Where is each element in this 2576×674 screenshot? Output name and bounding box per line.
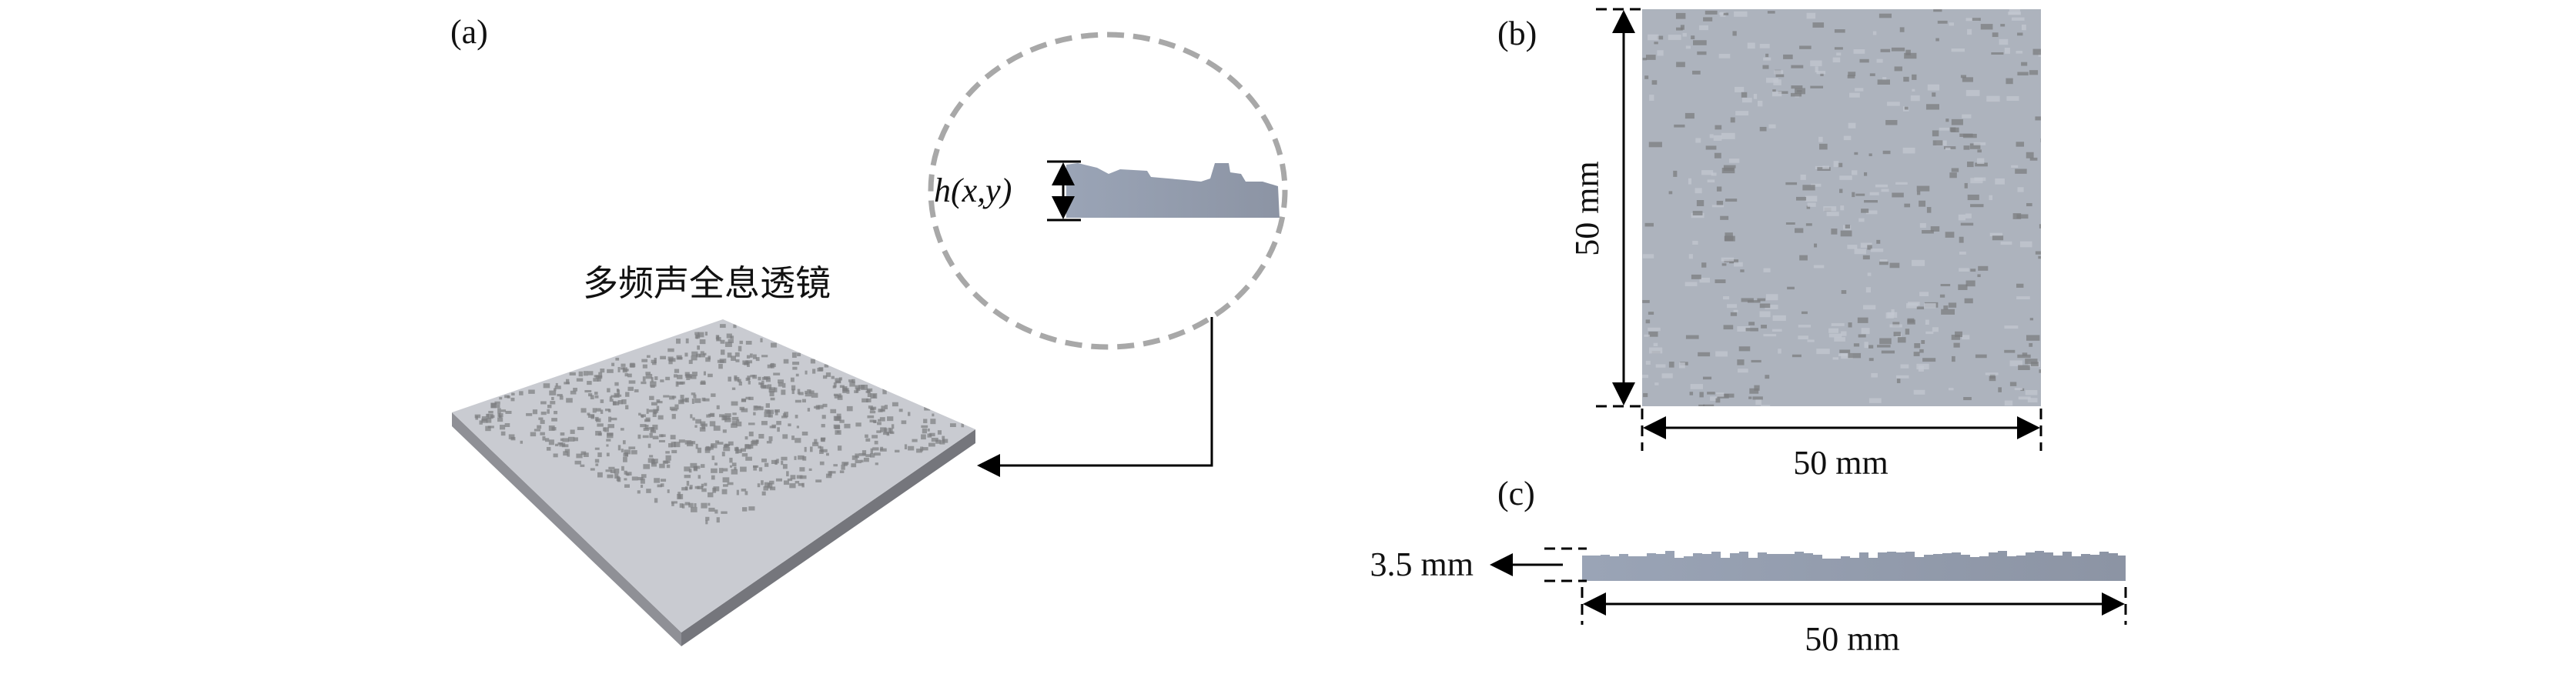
- height-profile: [1066, 163, 1280, 218]
- height-symbol: h(x,y): [934, 172, 1012, 209]
- connector-arrow: [977, 317, 1213, 477]
- width-dim-label: 50 mm: [1793, 444, 1888, 482]
- panel-b: (b) 50 mm 50 mm: [1497, 8, 2042, 482]
- panel-c: (c) 3.5 mm 50 mm: [1370, 475, 2127, 658]
- panel-c-label: (c): [1497, 475, 1535, 512]
- thickness-dim-label: 3.5 mm: [1370, 546, 1474, 583]
- side-width-label: 50 mm: [1805, 620, 1899, 658]
- zoom-circle: [928, 32, 1288, 350]
- lens-side-view: [1582, 551, 2127, 581]
- panel-a: (a) 多频声全息透镜 h(x,y): [450, 13, 1288, 646]
- lens-title: 多频声全息透镜: [583, 262, 831, 304]
- lens-top-view: [1642, 9, 2041, 406]
- height-dim-label: 50 mm: [1568, 161, 1606, 255]
- panel-a-label: (a): [450, 13, 488, 51]
- lens-3d-render: [452, 319, 975, 646]
- panel-b-label: (b): [1497, 15, 1537, 52]
